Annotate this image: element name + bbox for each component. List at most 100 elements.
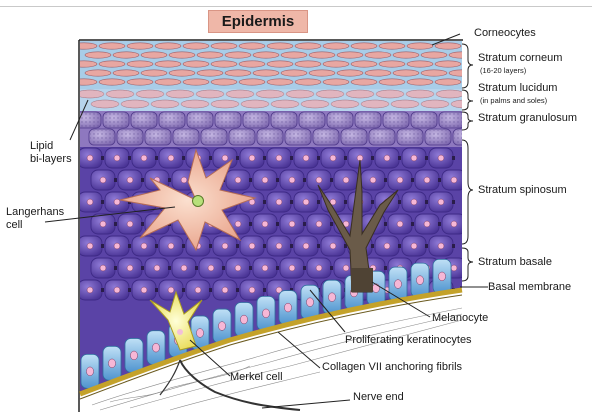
cell-nucleus (127, 221, 133, 227)
cell-nucleus (397, 177, 403, 183)
lucidum-cell (211, 100, 239, 108)
label-stratum-corneum: Stratum corneum (478, 52, 562, 65)
cell-nucleus (289, 177, 295, 183)
corneocyte (281, 52, 307, 58)
cell-nucleus (100, 265, 106, 271)
basal-nucleus (416, 276, 423, 285)
lucidum-cell (451, 100, 479, 108)
label-merkel-cell: Merkel cell (230, 371, 283, 384)
cell-nucleus (127, 177, 133, 183)
corneocyte (323, 61, 349, 67)
corneocyte (183, 61, 209, 67)
cell-nucleus (87, 243, 93, 249)
corneocyte (365, 52, 391, 58)
corneocyte (197, 70, 223, 76)
corneocyte (127, 61, 153, 67)
cell-nucleus (114, 155, 120, 161)
cell-nucleus (222, 243, 228, 249)
corneocyte (281, 70, 307, 76)
corneocyte (239, 43, 265, 49)
cell-nucleus (289, 221, 295, 227)
cell-nucleus (276, 199, 282, 205)
cell-nucleus (235, 177, 241, 183)
cell-nucleus (276, 155, 282, 161)
corneocyte (99, 79, 125, 85)
cell-nucleus (114, 243, 120, 249)
cell-nucleus (262, 265, 268, 271)
cell-nucleus (100, 177, 106, 183)
basal-nucleus (152, 343, 159, 352)
corneocyte (379, 61, 405, 67)
cell-nucleus (411, 243, 417, 249)
corneocyte (71, 79, 97, 85)
lucidum-cell (121, 100, 149, 108)
corneocyte (169, 70, 195, 76)
corneocyte (449, 70, 475, 76)
corneocyte (141, 70, 167, 76)
corneocyte (295, 79, 321, 85)
cell-nucleus (141, 155, 147, 161)
cell-nucleus (316, 177, 322, 183)
corneocyte (351, 61, 377, 67)
lucidum-cell (331, 100, 359, 108)
corneocyte (421, 70, 447, 76)
corneocyte (309, 52, 335, 58)
cell-nucleus (370, 177, 376, 183)
cell-nucleus (411, 199, 417, 205)
label-stratum-spinosum: Stratum spinosum (478, 184, 567, 197)
label-proliferating-keratinocytes: Proliferating keratinocytes (345, 334, 472, 347)
basal-nucleus (394, 280, 401, 289)
cell-nucleus (424, 221, 430, 227)
corneocyte (225, 52, 251, 58)
basal-nucleus (196, 329, 203, 338)
corneocyte (421, 52, 447, 58)
lucidum-cell (256, 90, 284, 98)
corneocyte (239, 61, 265, 67)
lucidum-cell (301, 100, 329, 108)
corneocyte (113, 52, 139, 58)
cell-nucleus (154, 265, 160, 271)
cell-nucleus (181, 177, 187, 183)
cell-nucleus (222, 287, 228, 293)
corneocyte (155, 43, 181, 49)
corneocyte (337, 70, 363, 76)
basal-nucleus (240, 315, 247, 324)
label-collagen-fibrils: Collagen VII anchoring fibrils (322, 361, 462, 374)
cell-nucleus (262, 177, 268, 183)
corneocyte (113, 70, 139, 76)
basal-nucleus (372, 284, 379, 293)
basal-nucleus (284, 303, 291, 312)
corneocyte (435, 79, 461, 85)
lucidum-cell (391, 100, 419, 108)
cell-nucleus (451, 265, 457, 271)
cell-nucleus (249, 155, 255, 161)
lucidum-cell (226, 90, 254, 98)
cell-nucleus (397, 221, 403, 227)
tissue-layers (71, 41, 479, 401)
label-stratum-granulosum: Stratum granulosum (478, 112, 577, 125)
cell-nucleus (411, 155, 417, 161)
corneocyte (267, 79, 293, 85)
lucidum-cell (136, 90, 164, 98)
corneocyte (155, 61, 181, 67)
cell-nucleus (168, 155, 174, 161)
cell-nucleus (303, 243, 309, 249)
basal-nucleus (108, 359, 115, 368)
corneocyte (253, 52, 279, 58)
cell-nucleus (181, 265, 187, 271)
cell-nucleus (262, 221, 268, 227)
corneocyte (253, 70, 279, 76)
corneocyte (211, 61, 237, 67)
label-stratum-basale: Stratum basale (478, 256, 552, 269)
lucidum-cell (271, 100, 299, 108)
corneocyte (127, 43, 153, 49)
cell-nucleus (141, 287, 147, 293)
corneocyte (225, 70, 251, 76)
cell-nucleus (87, 199, 93, 205)
corneocyte (379, 79, 405, 85)
cell-nucleus (289, 265, 295, 271)
lucidum-cell (106, 90, 134, 98)
lucidum-cell (421, 100, 449, 108)
corneocyte (435, 43, 461, 49)
cell-nucleus (222, 155, 228, 161)
